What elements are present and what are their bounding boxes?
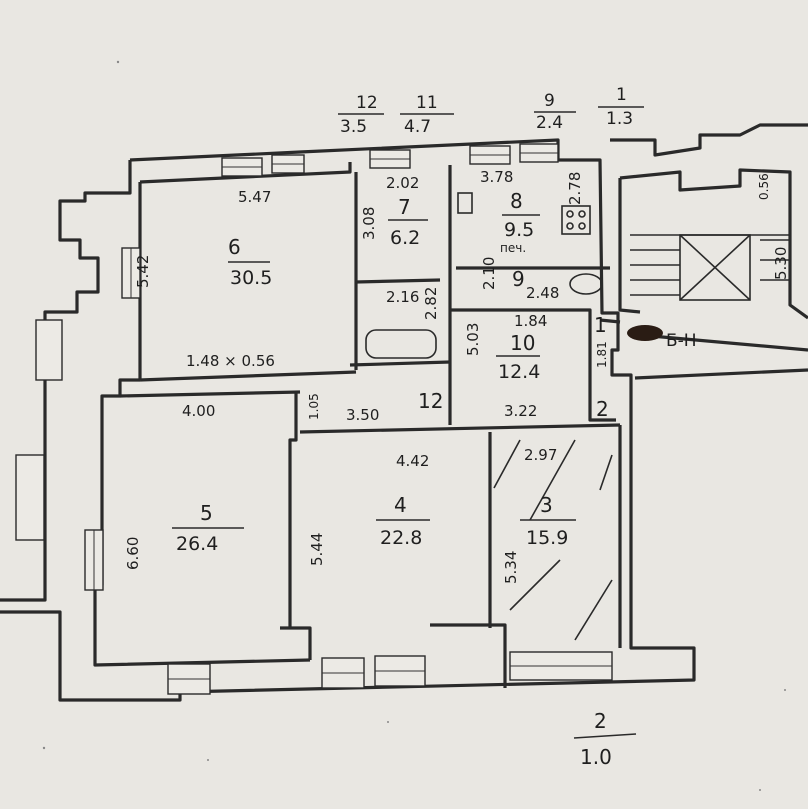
r7-width: 2.02: [386, 174, 419, 192]
r7-number: 7: [398, 195, 411, 219]
r8-height: 2.78: [566, 172, 584, 205]
r7-height: 3.08: [360, 207, 378, 240]
r10-number: 10: [510, 331, 535, 355]
stair-height: 5.30: [772, 247, 790, 280]
r10-area: 12.4: [498, 361, 540, 383]
hall-number: 2: [596, 397, 609, 421]
r5-area: 26.4: [176, 533, 218, 555]
r11-area: 4.7: [404, 117, 431, 137]
r9-height: 2.10: [480, 257, 498, 290]
r9-number: 9: [512, 267, 525, 291]
r6-width: 5.47: [238, 188, 271, 206]
r11-number: 11: [416, 93, 438, 113]
corr-depth: 1.05: [307, 393, 321, 420]
r4-height: 5.44: [308, 533, 326, 566]
r6-number: 6: [228, 235, 241, 259]
r6-area: 30.5: [230, 267, 272, 289]
r3-number: 3: [540, 493, 553, 517]
ext3-number: 2: [594, 709, 607, 733]
r3-height: 5.34: [502, 551, 520, 584]
r3-width: 2.97: [524, 446, 557, 464]
r4-number: 4: [394, 493, 407, 517]
toilet: [569, 273, 603, 295]
ext3-area: 1.0: [580, 745, 612, 769]
r4-width: 4.42: [396, 452, 429, 470]
small-number: 1: [594, 313, 607, 337]
r10-height: 5.03: [464, 323, 482, 356]
bathtub: [365, 329, 437, 359]
stove: [561, 205, 591, 235]
small-height: 1.81: [595, 341, 609, 368]
hall-width: 3.22: [504, 402, 537, 420]
sink: [457, 192, 473, 214]
paper-specks: [42, 60, 786, 791]
interior-walls: [119, 165, 622, 688]
staircase: [630, 234, 790, 301]
r3-area: 15.9: [526, 527, 568, 549]
bath-width: 2.16: [386, 288, 419, 306]
bath-height: 2.82: [422, 287, 440, 320]
r5-height: 6.60: [124, 537, 142, 570]
r6-height: 5.42: [134, 255, 152, 288]
corr-number: 12: [418, 389, 443, 413]
r8-area: 9.5: [504, 219, 534, 241]
r5-width: 4.00: [182, 402, 215, 420]
r7-area: 6.2: [390, 227, 420, 249]
r4-area: 22.8: [380, 527, 422, 549]
corr-width: 3.50: [346, 406, 379, 424]
r5-number: 5: [200, 501, 213, 525]
r8-number: 8: [510, 189, 523, 213]
closet-dims: 1.48 × 0.56: [186, 352, 275, 370]
r12-area: 3.5: [340, 117, 367, 137]
ext2-number: 1: [616, 85, 627, 105]
r10-width: 1.84: [514, 312, 547, 330]
kitchen-note: печ.: [500, 241, 526, 255]
ext1-number: 9: [544, 91, 555, 111]
r8-width: 3.78: [480, 168, 513, 186]
wardrobe-diagonals: [493, 439, 613, 641]
ext2-area: 1.3: [606, 109, 633, 129]
stair-mark: Б-Н: [666, 331, 697, 351]
r9-width: 2.48: [526, 284, 559, 302]
windows: [15, 143, 613, 695]
stair-width: 0.56: [757, 173, 771, 200]
ext1-area: 2.4: [536, 113, 563, 133]
r12-number: 12: [356, 93, 378, 113]
ink-stain: [627, 325, 663, 341]
